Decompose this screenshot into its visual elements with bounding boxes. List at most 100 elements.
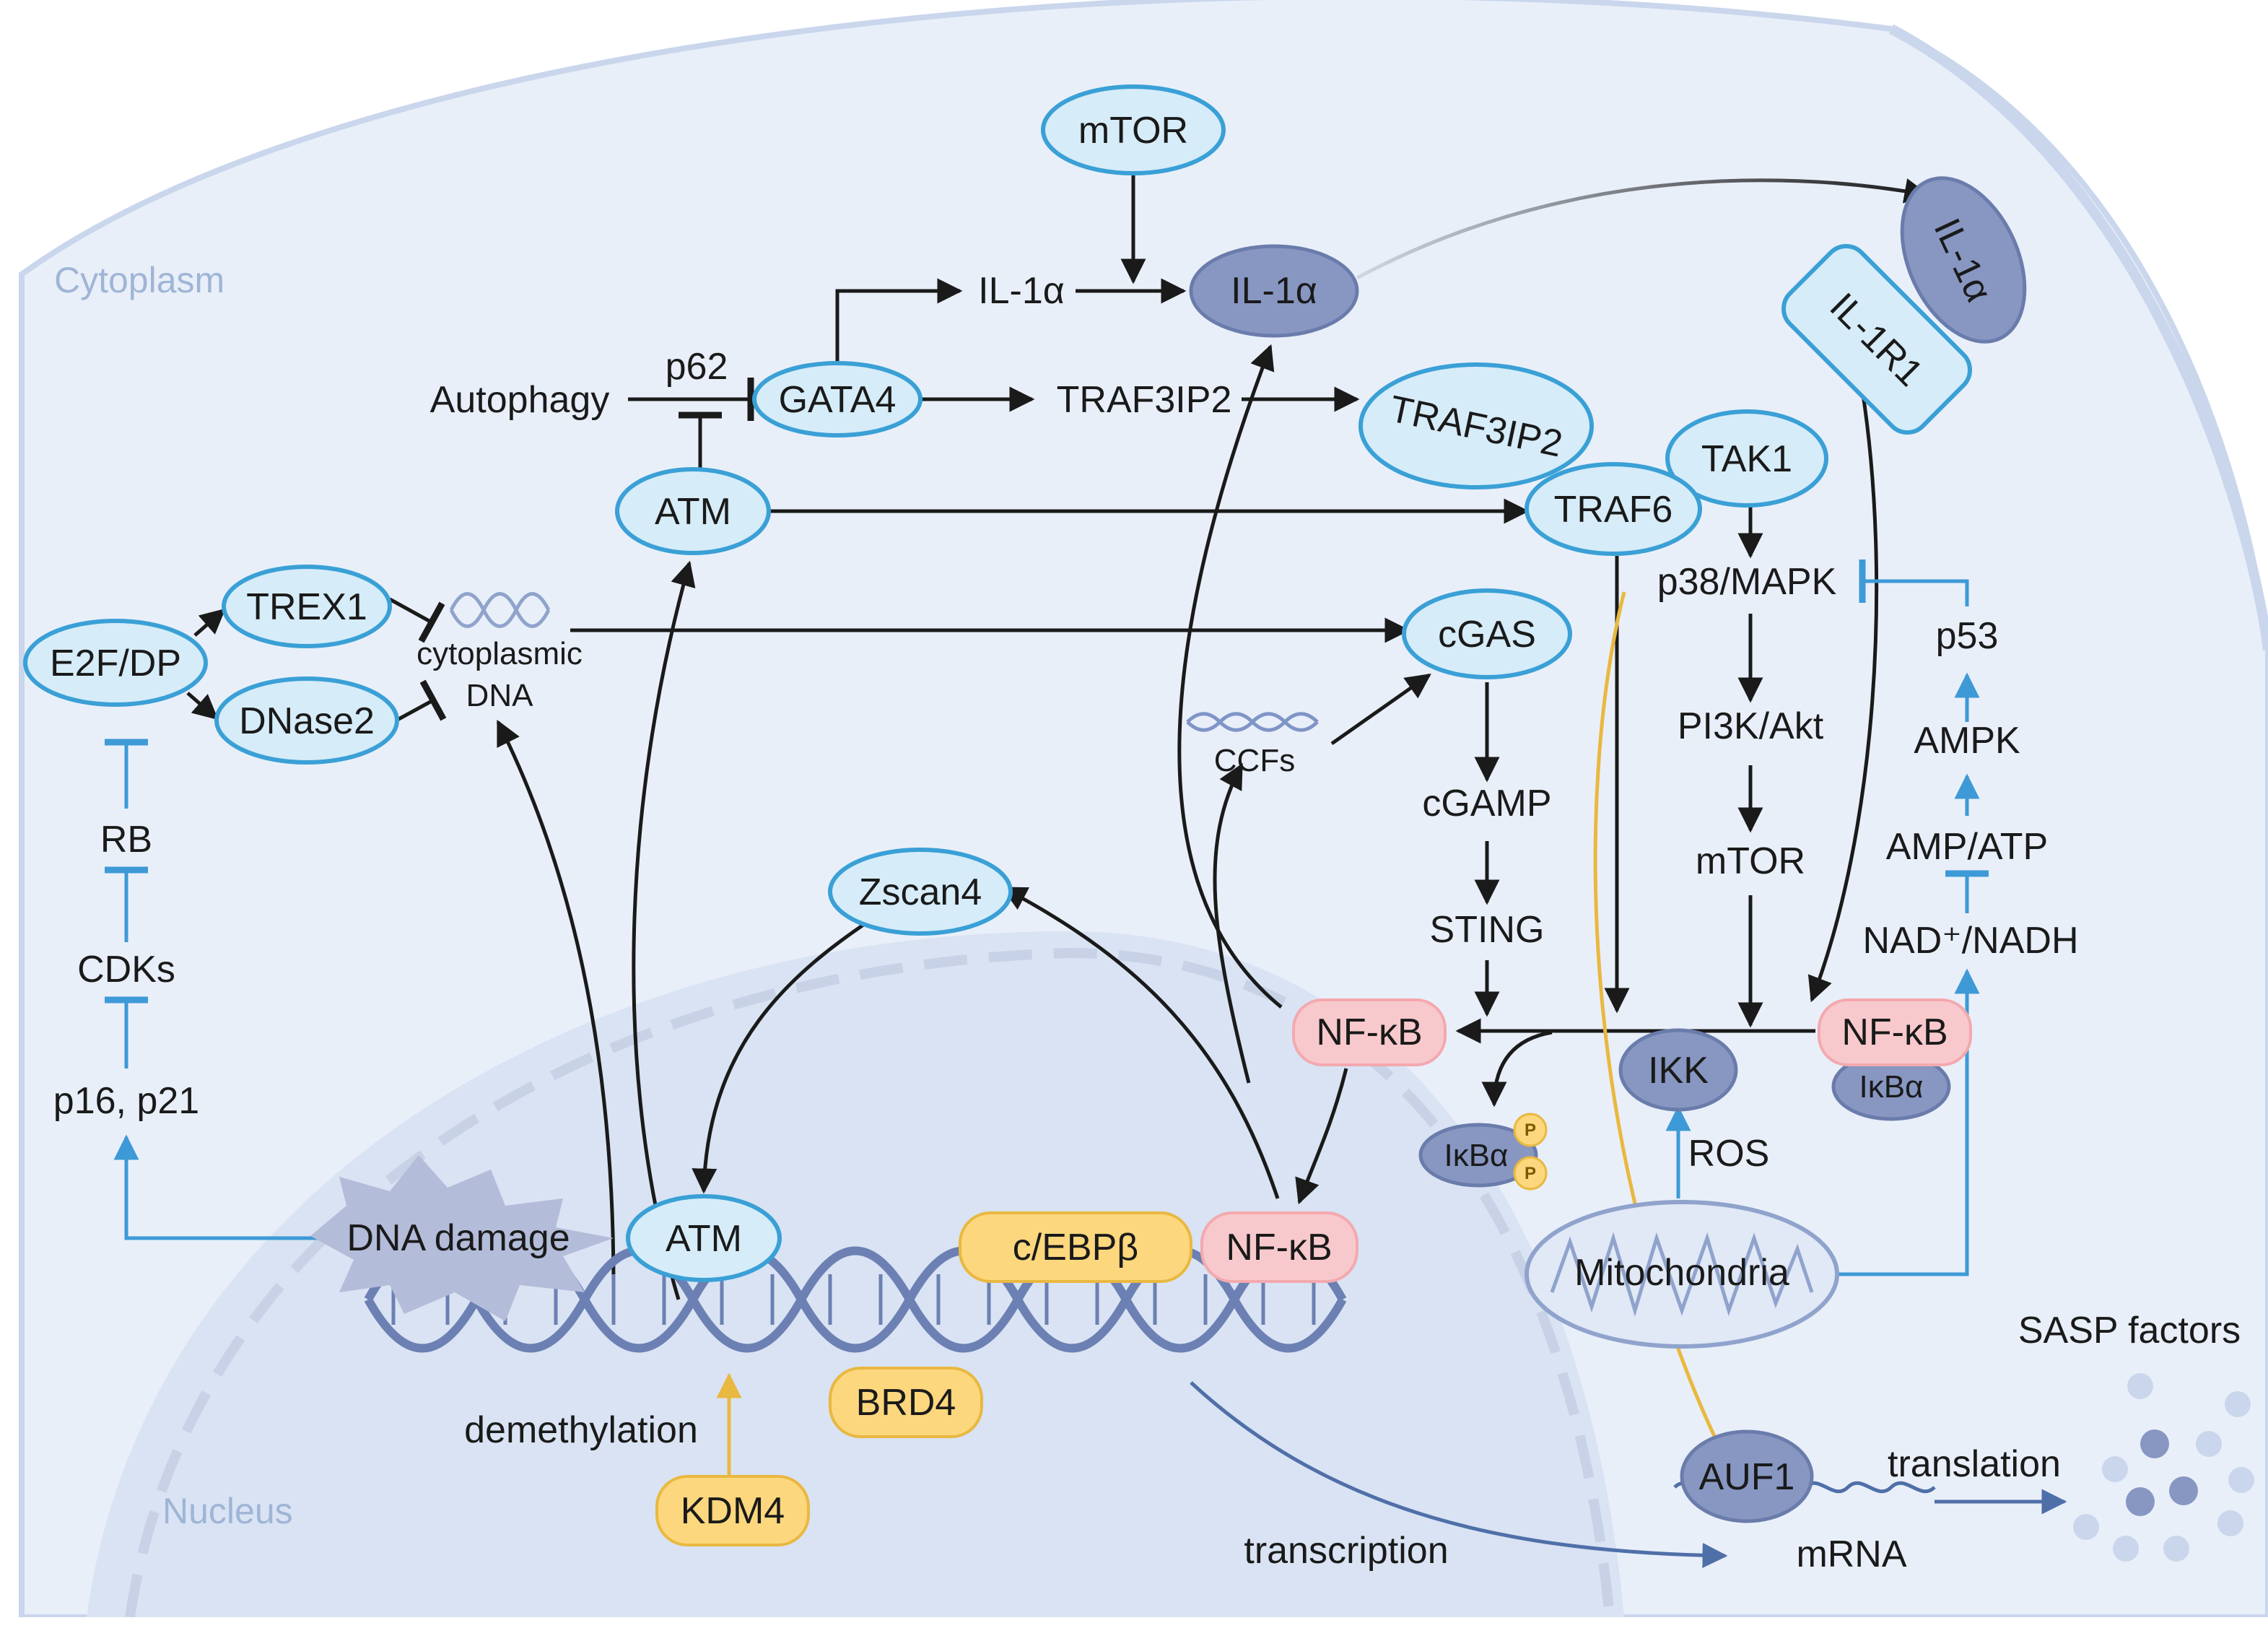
- edge-transcription: [1190, 1381, 1728, 1568]
- atm-nuclear-label: ATM: [666, 1218, 742, 1260]
- amp-atp-label: AMP/ATP: [1886, 826, 2048, 868]
- transcription-label: transcription: [1244, 1530, 1448, 1572]
- atm-cyto-label: ATM: [655, 491, 731, 533]
- il1a-cyto-node: [1189, 244, 1359, 338]
- cytoplasm-label: Cytoplasm: [54, 260, 224, 300]
- mtor-mid-label: mTOR: [1696, 840, 1805, 882]
- ccfs-label: CCFs: [1214, 743, 1295, 778]
- ikk-node: [1618, 1028, 1738, 1112]
- mitochondria-icon: [1525, 1200, 1839, 1349]
- cgamp-label: cGAMP: [1422, 783, 1551, 824]
- sting-label: STING: [1430, 909, 1545, 951]
- p38-label: p38/MAPK: [1657, 561, 1837, 603]
- rb-label: RB: [100, 819, 152, 861]
- dna-damage-label: DNA damage: [346, 1217, 570, 1259]
- nfkb-cyto-label: NF-κB: [1316, 1011, 1422, 1053]
- auf1-label: AUF1: [1699, 1456, 1795, 1498]
- dnase2-node: [214, 676, 399, 765]
- kdm4-node: [655, 1475, 810, 1546]
- gata4-label: GATA4: [779, 379, 897, 421]
- e2f-node: [23, 619, 208, 707]
- ampk-label: AMPK: [1914, 720, 2020, 762]
- e2f-label: E2F/DP: [50, 643, 181, 684]
- tak1-node: [1665, 409, 1828, 508]
- brd4-label: BRD4: [856, 1382, 956, 1424]
- translation-label: translation: [1888, 1443, 2061, 1485]
- traf3ip2-text-label: TRAF3IP2: [1057, 379, 1232, 421]
- nad-label: NAD⁺/NADH: [1862, 920, 2078, 962]
- trex1-label: TREX1: [246, 586, 367, 628]
- zscan4-node: [828, 848, 1013, 936]
- il1r1-receptor: [1781, 176, 2027, 435]
- nfkb-right-node: [1818, 998, 1972, 1066]
- p53-label: p53: [1936, 615, 1999, 657]
- edge-zscan4-to-atm: [692, 911, 882, 1194]
- kdm4-label: KDM4: [681, 1490, 785, 1532]
- mrna-label: mRNA: [1796, 1533, 1906, 1575]
- edge-p53-inhibits-p38: [1859, 560, 1969, 606]
- phosphate-label-2: P: [1525, 1164, 1536, 1183]
- edge-damage-to-p16: [113, 1134, 318, 1240]
- ros-label: ROS: [1688, 1133, 1770, 1175]
- edge-nfkb-to-il1a: [1177, 344, 1283, 1009]
- phosphate-icon: [1513, 1156, 1548, 1191]
- edge-gata4-to-il1a: [835, 278, 963, 368]
- edge-e2f-to-trex1: [193, 608, 226, 637]
- nucleus-label: Nucleus: [162, 1491, 293, 1531]
- mitochondria-label: Mitochondria: [1574, 1252, 1789, 1294]
- sasp-factor-dots: [2073, 1373, 2254, 1562]
- nfkb-cyto-node: [1292, 998, 1447, 1066]
- zscan4-label: Zscan4: [859, 871, 982, 913]
- nfkb-nuclear-node: [1200, 1211, 1358, 1283]
- traf6-node: [1525, 462, 1702, 556]
- sasp-factors-label: SASP factors: [2018, 1310, 2241, 1351]
- nfkb-right-label: NF-κB: [1841, 1011, 1948, 1053]
- edge-damage-to-cytoplasmic-dna: [496, 719, 616, 1286]
- edge-nucleus-to-ccfs: [1213, 762, 1251, 1084]
- cgas-node: [1402, 588, 1572, 679]
- cgas-label: cGAS: [1438, 614, 1536, 656]
- edge-trex1-inhibits-dna: [388, 597, 445, 643]
- atm-cyto-node: [615, 467, 771, 555]
- edge-mito-to-nad: [1837, 968, 1980, 1276]
- nucleus-region: [87, 931, 1624, 1617]
- trex1-node: [222, 565, 392, 648]
- mtor-top-node: [1041, 84, 1226, 175]
- dnase2-label: DNase2: [239, 700, 375, 742]
- cebpb-label: c/EBPβ: [1013, 1227, 1138, 1268]
- cdks-label: CDKs: [77, 949, 175, 991]
- brd4-node: [829, 1367, 983, 1438]
- cebpb-node: [959, 1211, 1192, 1283]
- demethylation-label: demethylation: [464, 1409, 698, 1451]
- phosphate-label-1: P: [1525, 1120, 1536, 1140]
- auf1-node: [1680, 1429, 1814, 1523]
- nfkb-nuclear-label: NF-κB: [1226, 1227, 1332, 1268]
- edge-nfkb-to-zscan4: [1000, 886, 1280, 1199]
- traf3ip2-node: [1358, 362, 1594, 489]
- cytoplasmic-dna-icon: [449, 592, 551, 628]
- nuclear-envelope: [125, 947, 1615, 1619]
- edge-nfkb-to-nuclear-nfkb: [1295, 1068, 1348, 1205]
- autophagy-label: Autophagy: [430, 379, 610, 421]
- ccfs-dna-icon: [1186, 712, 1319, 732]
- il1a-text-label: IL-1α: [978, 270, 1065, 312]
- ikba-phospho-label: IκBα: [1444, 1138, 1508, 1173]
- ikk-label: IKK: [1648, 1050, 1709, 1092]
- mtor-top-label: mTOR: [1078, 110, 1188, 152]
- gata4-node: [752, 361, 923, 438]
- phosphate-icon: [1513, 1113, 1548, 1147]
- edge-nucleus-to-atm: [632, 560, 696, 1300]
- edge-dnase2-inhibits-dna: [392, 679, 447, 724]
- ikba-right-label: IκBα: [1859, 1069, 1923, 1105]
- atm-nuclear-node: [626, 1194, 782, 1282]
- pi3k-label: PI3K/Akt: [1678, 705, 1824, 747]
- p16-p21-label: p16, p21: [53, 1080, 199, 1122]
- edge-il1a-secretion: [1356, 178, 1930, 280]
- ikba-phospho-node: [1418, 1123, 1538, 1188]
- edge-il1r1-to-nfkb: [1807, 389, 1879, 1003]
- dna-damage-burst-icon: [310, 1155, 614, 1321]
- cell-membrane-outer: [1888, 24, 2268, 650]
- p62-label: p62: [666, 346, 728, 388]
